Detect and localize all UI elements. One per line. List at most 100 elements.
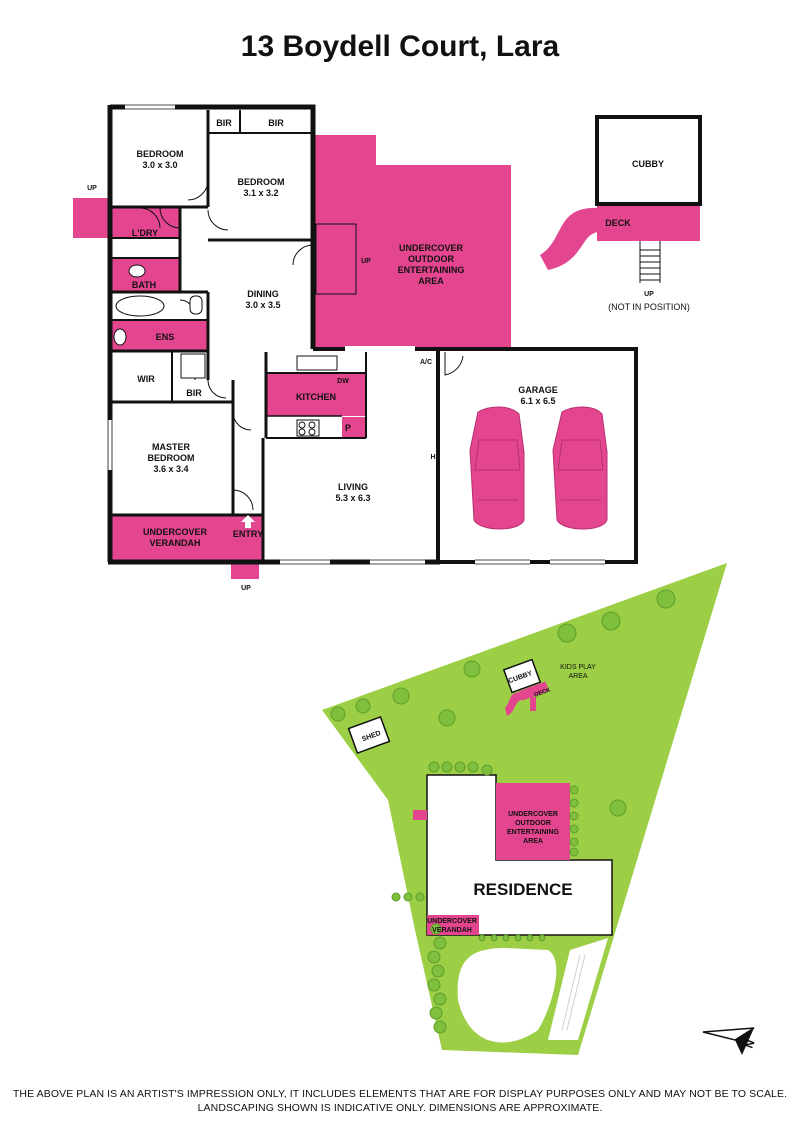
fixtures: [113, 223, 357, 437]
kitchen-fill: [266, 373, 366, 416]
master-line2: BEDROOM: [148, 453, 195, 463]
kids-line2: AREA: [568, 673, 587, 680]
laundry-fill: [110, 206, 180, 238]
driveway: [457, 948, 557, 1043]
kitchen-label: KITCHEN: [296, 392, 336, 402]
h-label: H: [430, 454, 435, 461]
verandah-line1: UNDERCOVER: [143, 527, 208, 537]
tree-icon: [656, 589, 676, 609]
tree-icon: [428, 761, 440, 773]
tree-icon: [415, 892, 425, 902]
tree-icon: [431, 964, 445, 978]
tree-icon: [430, 923, 442, 935]
car-icon-left: [469, 406, 525, 530]
tree-icon: [569, 811, 579, 821]
bedroom2-name: BEDROOM: [238, 177, 285, 187]
dw-label: DW: [337, 378, 349, 385]
outdoor-entertaining-fill: [313, 135, 511, 349]
room-labels: BEDROOM 3.0 x 3.0 BEDROOM 3.1 x 3.2 BIR …: [87, 118, 690, 592]
wall-garage: [313, 347, 638, 564]
site-cubby: [502, 658, 542, 694]
tree-icon: [569, 824, 579, 834]
site-shed: [347, 716, 391, 754]
verandah-fill: [110, 515, 263, 562]
bathtub: [115, 295, 165, 317]
car-icon-right: [552, 406, 608, 530]
tree-icon: [438, 709, 456, 727]
not-in-position-label: (NOT IN POSITION): [608, 302, 690, 312]
bath-fill: [110, 258, 180, 292]
kids-line1: KIDS PLAY: [560, 664, 596, 671]
tree-icon: [403, 892, 413, 902]
tree-icon: [609, 799, 627, 817]
bbq-outline: [315, 223, 357, 295]
verandah-line2: VERANDAH: [149, 538, 200, 548]
tree-icon: [526, 934, 534, 942]
site-outdoor-line3: ENTERTAINING: [507, 829, 560, 836]
verandah-step-fill: [231, 562, 259, 579]
wir-label: WIR: [137, 374, 155, 384]
north-label: N: [744, 1038, 758, 1050]
master-dim: 3.6 x 3.4: [153, 464, 188, 474]
tree-icon: [441, 761, 453, 773]
cubby-walls: [595, 115, 702, 206]
cubby-label: CUBBY: [632, 159, 664, 169]
up-label-entry: UP: [241, 585, 251, 592]
tree-icon: [481, 764, 493, 776]
tree-icon: [467, 761, 479, 773]
entry-label: ENTRY: [233, 529, 263, 539]
walls: [107, 104, 702, 565]
site-outdoor-line2: OUTDOOR: [515, 820, 551, 827]
bedroom1-name: BEDROOM: [137, 149, 184, 159]
side-step-fill: [73, 198, 110, 238]
tree-icon: [429, 1006, 443, 1020]
garage-dim: 6.1 x 6.5: [520, 396, 555, 406]
bir-label-2: BIR: [268, 118, 284, 128]
page-title: 13 Boydell Court, Lara: [240, 30, 560, 63]
cubby-deck-fill: [597, 204, 700, 241]
north-arrow-icon: N: [702, 1027, 758, 1055]
ens-basin: [113, 328, 127, 346]
tree-icon: [478, 934, 486, 942]
tree-icon: [433, 992, 447, 1006]
tree-icon: [569, 798, 579, 808]
deck-label: DECK: [605, 218, 631, 228]
tree-icon: [557, 623, 577, 643]
toilet: [189, 295, 203, 315]
tree-icon: [569, 837, 579, 847]
tree-icon: [355, 698, 371, 714]
pantry-fill: [342, 417, 366, 439]
bir-label-3: BIR: [186, 388, 202, 398]
outdoor-line1: UNDERCOVER: [399, 243, 464, 253]
site-verandah-line2: VERANDAH: [432, 927, 472, 934]
site-deck-label: DECK: [534, 687, 553, 699]
laundry-label: L'DRY: [132, 228, 158, 238]
driveway-strip: [548, 938, 608, 1040]
disclaimer-line2: LANDSCAPING SHOWN IS INDICATIVE ONLY. DI…: [197, 1102, 603, 1114]
tree-icon: [391, 892, 401, 902]
tree-icon: [502, 934, 510, 942]
up-label-side: UP: [87, 185, 97, 192]
bedroom1-dim: 3.0 x 3.0: [142, 160, 177, 170]
tree-icon: [490, 934, 498, 942]
up-label-cubby: UP: [644, 291, 654, 298]
tree-icon: [514, 934, 522, 942]
residence-label: RESIDENCE: [473, 880, 572, 899]
tree-icon: [463, 660, 481, 678]
bedroom2-dim: 3.1 x 3.2: [243, 188, 278, 198]
ac-label: A/C: [420, 359, 432, 366]
pantry-label: P: [345, 423, 351, 433]
tree-icon: [330, 706, 346, 722]
site-verandah-line1: UNDERCOVER: [427, 918, 477, 925]
bath-label: BATH: [132, 280, 156, 290]
tree-icon: [433, 1020, 447, 1034]
wall-top: [110, 104, 316, 349]
shower: [180, 353, 206, 379]
disclaimer: THE ABOVE PLAN IS AN ARTIST'S IMPRESSION…: [0, 1087, 800, 1115]
entry-arrow-icon: [241, 515, 255, 528]
living-dim: 5.3 x 6.3: [335, 493, 370, 503]
living-name: LIVING: [338, 482, 368, 492]
site-outdoor-line1: UNDERCOVER: [508, 811, 558, 818]
site-outdoor-line4: AREA: [523, 838, 543, 845]
